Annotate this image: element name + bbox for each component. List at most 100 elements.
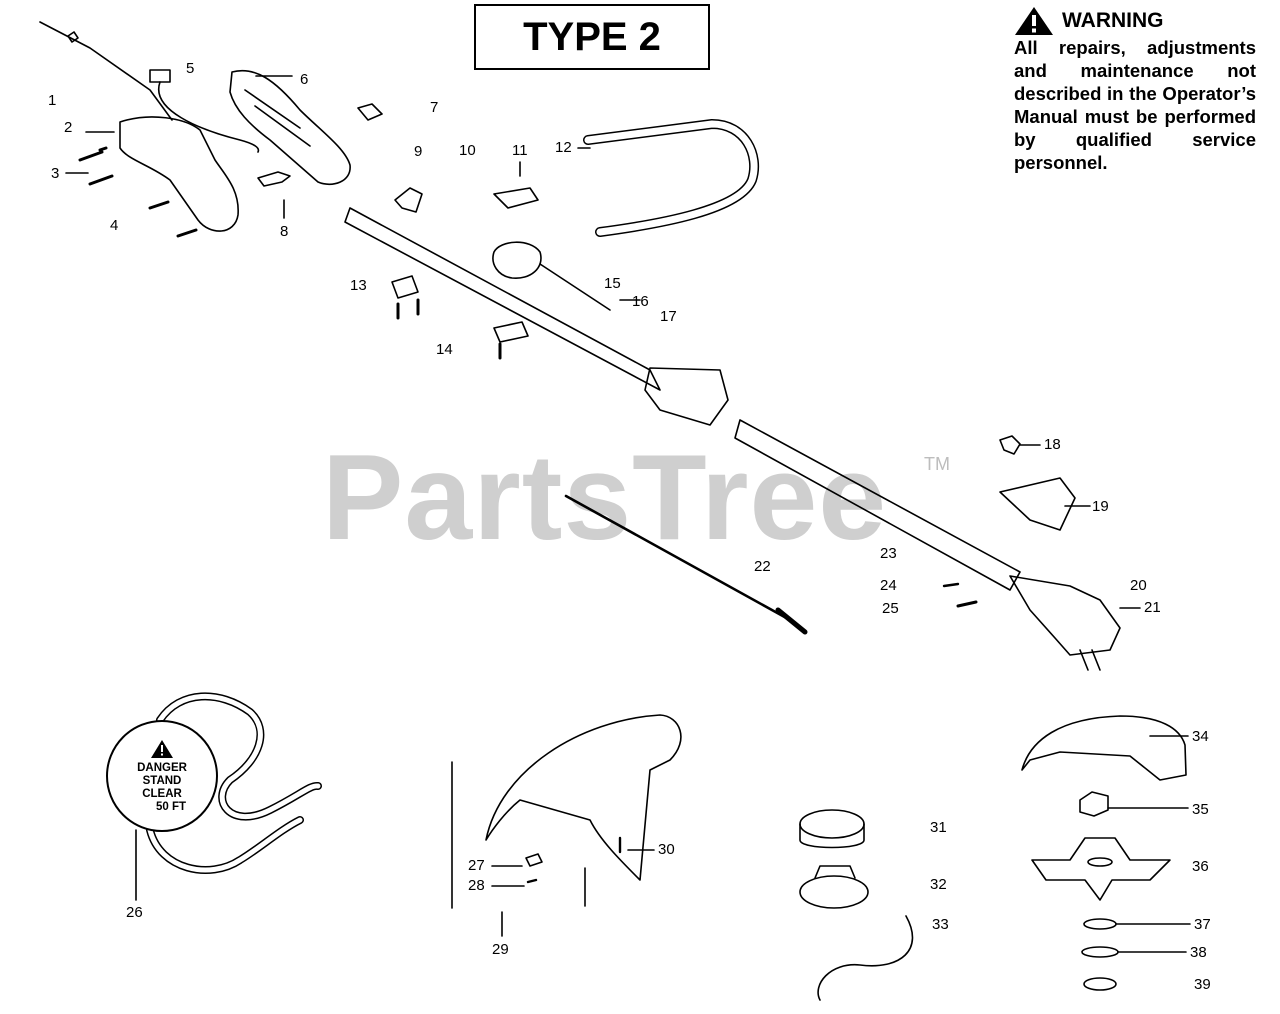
trimmer-head-body: [799, 823, 865, 849]
callout-25: 25: [882, 600, 899, 617]
trimmer-guard: [485, 714, 682, 881]
wing-screw: [999, 435, 1021, 455]
callout-22: 22: [754, 558, 771, 575]
callout-38: 38: [1190, 944, 1207, 961]
throttle-cable: [39, 21, 173, 121]
callout-37: 37: [1194, 916, 1211, 933]
clamp-13: [391, 275, 419, 299]
callout-16: 16: [632, 293, 649, 310]
callout-34: 34: [1192, 728, 1209, 745]
callout-1: 1: [48, 92, 57, 109]
blade-hub: [1087, 857, 1113, 867]
callout-4: 4: [110, 217, 119, 234]
callout-15: 15: [604, 275, 621, 292]
callout-17: 17: [660, 308, 677, 325]
blade-36: [1031, 837, 1171, 901]
callout-29: 29: [492, 941, 509, 958]
screw-24: [942, 582, 960, 588]
warning-header: WARNING: [1014, 6, 1256, 36]
callout-24: 24: [880, 577, 897, 594]
upper-tube-coupler: [644, 367, 729, 426]
callout-18: 18: [1044, 436, 1061, 453]
leader-15: [539, 263, 611, 311]
trimmer-head-top: [799, 809, 865, 839]
callout-19: 19: [1092, 498, 1109, 515]
callout-3: 3: [51, 165, 60, 182]
callout-39: 39: [1194, 976, 1211, 993]
washer-39: [1083, 977, 1117, 991]
cable-end: [67, 31, 79, 43]
clamp-10: [493, 187, 539, 209]
screw-3a: [78, 146, 108, 162]
warning-title: WARNING: [1062, 9, 1164, 32]
upper-tube: [344, 207, 661, 391]
callout-27: 27: [468, 857, 485, 874]
callout-7: 7: [430, 99, 439, 116]
screw-25: [956, 600, 978, 608]
clamp-14: [493, 321, 529, 343]
screw-3b: [88, 174, 114, 186]
screw-4a: [148, 200, 170, 210]
callout-11: 11: [512, 142, 528, 159]
callout-35: 35: [1192, 801, 1209, 818]
trigger-8: [257, 171, 291, 187]
switch-part: [149, 69, 171, 83]
callout-6: 6: [300, 71, 309, 88]
decal-line-4: 50 FT: [155, 800, 187, 813]
callout-36: 36: [1192, 858, 1209, 875]
warning-text: All repairs, adjustments and maintenance…: [1014, 37, 1256, 173]
callout-5: 5: [186, 60, 195, 77]
decal-line-1: DANGER: [137, 761, 187, 774]
washer-37: [1083, 918, 1117, 930]
shield-clamp: [999, 477, 1076, 531]
callout-30: 30: [658, 841, 675, 858]
clamp-9: [394, 187, 423, 213]
part-7: [357, 103, 383, 121]
drive-shaft: [564, 494, 792, 622]
callout-28: 28: [468, 877, 485, 894]
part-27: [525, 853, 543, 867]
trimmer-line: [817, 915, 914, 1001]
harness-strap-lower-inner: [147, 817, 303, 873]
lower-tube: [734, 419, 1021, 591]
blade-guard: [1021, 715, 1187, 781]
trimmer-head-bottom: [799, 875, 869, 909]
watermark-trademark: TM: [924, 454, 950, 474]
type-title: TYPE 2: [474, 4, 710, 70]
callout-10: 10: [459, 142, 476, 159]
callout-12: 12: [555, 139, 572, 156]
callout-14: 14: [436, 341, 453, 358]
callout-31: 31: [930, 819, 947, 836]
handle-half-right: [229, 69, 351, 186]
loop-handle-inner: [584, 120, 758, 236]
callout-20: 20: [1130, 577, 1147, 594]
callout-9: 9: [414, 143, 423, 160]
danger-decal: DANGER STAND CLEAR 50 FT: [106, 720, 218, 832]
harness-strap-inner: [157, 693, 321, 819]
nut-35: [1079, 791, 1109, 817]
switch-wire: [157, 81, 260, 153]
callout-13: 13: [350, 277, 367, 294]
washer-38: [1081, 946, 1119, 958]
gear-head: [1009, 575, 1121, 656]
gear-head-shaft: [1079, 649, 1101, 671]
decal-line-3: CLEAR: [142, 787, 182, 800]
callout-23: 23: [880, 545, 897, 562]
decal-line-2: STAND: [142, 774, 182, 787]
watermark-brand: PartsTree: [322, 429, 888, 565]
screw-4b: [176, 228, 198, 238]
danger-triangle-icon: [151, 739, 173, 758]
handle-clamp: [492, 241, 542, 279]
warning-triangle-icon: [1015, 7, 1053, 35]
callout-33: 33: [932, 916, 949, 933]
callout-8: 8: [280, 223, 289, 240]
drive-shaft-end: [775, 607, 808, 635]
part-28: [526, 878, 538, 884]
handle-half-left: [119, 116, 239, 232]
callout-32: 32: [930, 876, 947, 893]
trimmer-head-spool: [814, 865, 856, 879]
callout-21: 21: [1144, 599, 1161, 616]
handle-detail: [244, 89, 311, 147]
